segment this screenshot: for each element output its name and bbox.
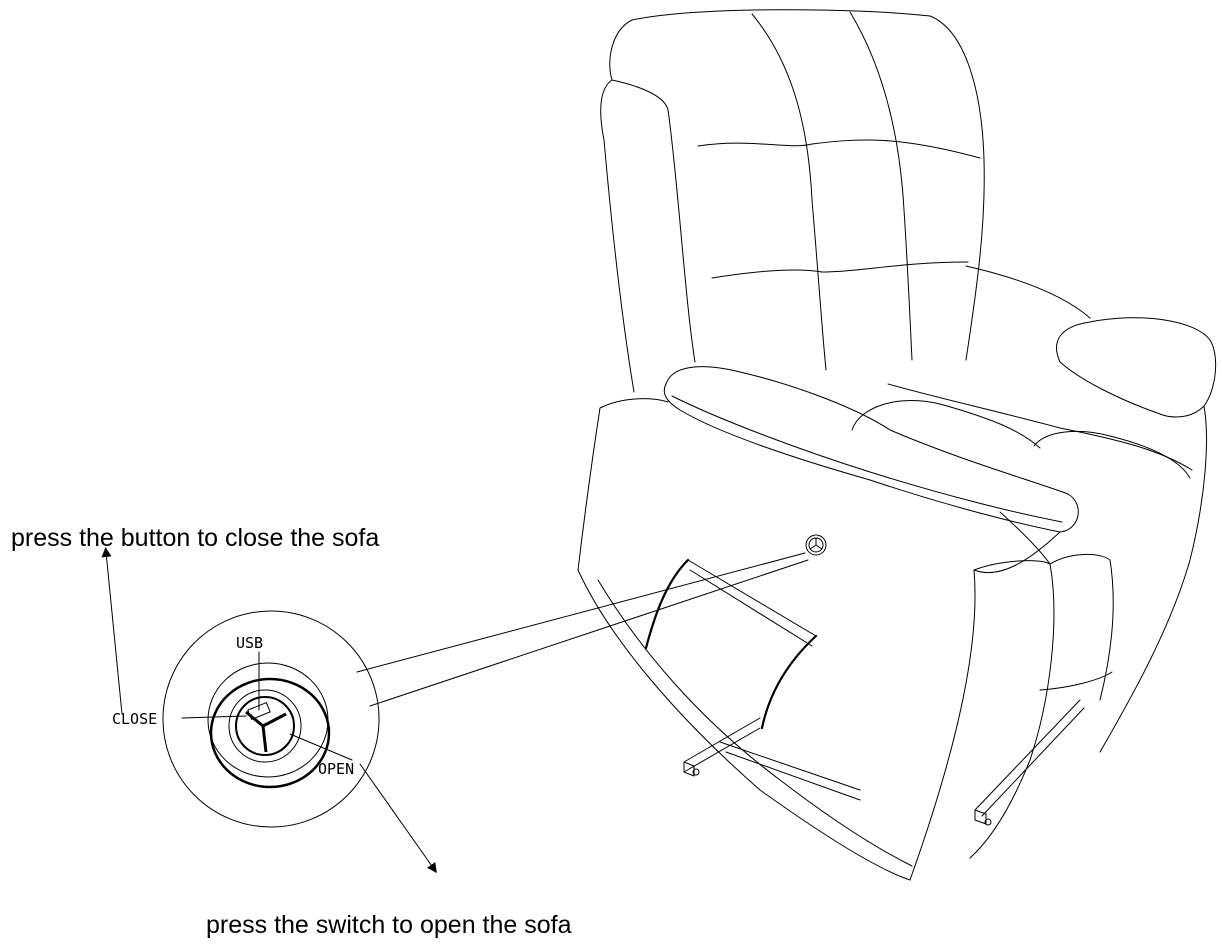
lift-base-left-leg <box>683 717 761 777</box>
armrest-front-panel <box>577 398 911 881</box>
close-label: CLOSE <box>112 710 157 728</box>
zoom-circle <box>162 610 380 828</box>
open-label: OPEN <box>318 760 354 778</box>
backrest-outline <box>600 9 985 393</box>
usb-label: USB <box>236 634 263 652</box>
right-armrest-side <box>1099 405 1207 753</box>
control-zoom-callout: USB CLOSE OPEN <box>112 552 809 828</box>
footrest-right <box>1049 553 1114 701</box>
backrest-seam-left <box>751 13 827 371</box>
seat-cushion-left <box>851 400 1041 449</box>
zoom-connector-lower <box>369 559 809 707</box>
button-face <box>235 696 295 756</box>
backrest-seam-upper <box>697 139 981 159</box>
cutaway-right-edge <box>760 634 818 730</box>
footrest-left <box>969 560 1055 859</box>
armrest-front-bottom <box>597 579 913 867</box>
seat-front-edge <box>887 383 1193 471</box>
sofa-control-button <box>805 534 827 556</box>
inner-back-edge <box>965 265 1091 319</box>
footrest-cushion-lower <box>1039 671 1113 691</box>
seat-cushion-right <box>1033 430 1191 479</box>
usb-port-icon <box>247 702 271 720</box>
caster-right <box>984 818 992 826</box>
close-arrow <box>101 547 123 715</box>
open-arrow <box>359 763 437 874</box>
zoom-connector-upper <box>356 552 806 673</box>
cutaway-rail-top <box>687 559 817 637</box>
right-armrest-top <box>1056 317 1217 418</box>
lift-recliner-sofa-drawing <box>577 9 1217 881</box>
caster-left <box>692 768 700 776</box>
close-leader <box>181 715 247 719</box>
left-armrest-top-inner <box>671 395 1063 523</box>
open-instruction-caption: press the switch to open the sofa <box>206 911 572 939</box>
button-ring <box>228 689 302 763</box>
open-leader <box>289 733 353 761</box>
left-armrest-top <box>663 366 1079 533</box>
button-bezel-shadow <box>209 677 331 789</box>
close-instruction-caption: press the button to close the sofa <box>11 524 379 552</box>
lift-base-crossbar <box>719 741 861 801</box>
button-y-divider <box>245 710 287 753</box>
backrest-seam-right <box>849 11 913 361</box>
cutaway-left-edge <box>644 558 690 650</box>
cutaway-rail-bottom <box>689 569 813 647</box>
side-inner-edge <box>999 511 1051 565</box>
armrest-front-face-right <box>909 531 1061 881</box>
backrest-seam-lower <box>711 261 969 279</box>
